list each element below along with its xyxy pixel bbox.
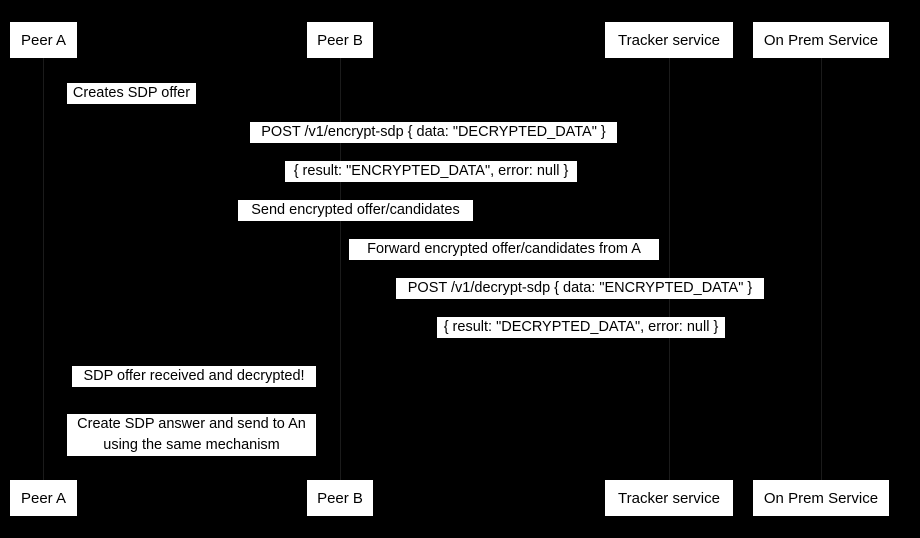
note-line-2: using the same mechanism (103, 437, 280, 453)
message-label-decrypted-data-result: { result: "DECRYPTED_DATA", error: null … (437, 317, 725, 338)
lifeline-on-prem (821, 57, 822, 480)
message-label-sdp-offer-received: SDP offer received and decrypted! (72, 366, 316, 387)
actor-footer-peer-a[interactable]: Peer A (10, 480, 77, 516)
actor-header-on-prem-service[interactable]: On Prem Service (753, 22, 889, 58)
message-label-post-decrypt-sdp: POST /v1/decrypt-sdp { data: "ENCRYPTED_… (396, 278, 764, 299)
actor-header-tracker-service[interactable]: Tracker service (605, 22, 733, 58)
actor-footer-peer-b[interactable]: Peer B (307, 480, 373, 516)
message-label-encrypted-data-result: { result: "ENCRYPTED_DATA", error: null … (285, 161, 577, 182)
message-label-forward-encrypted-offer: Forward encrypted offer/candidates from … (349, 239, 659, 260)
actor-footer-on-prem-service[interactable]: On Prem Service (753, 480, 889, 516)
lifeline-peer-b (340, 57, 341, 480)
note-create-sdp-answer: Create SDP answer and send to An using t… (67, 414, 316, 456)
lifeline-peer-a (43, 57, 44, 480)
actor-footer-tracker-service[interactable]: Tracker service (605, 480, 733, 516)
actor-header-peer-a[interactable]: Peer A (10, 22, 77, 58)
message-label-send-encrypted-offer: Send encrypted offer/candidates (238, 200, 473, 221)
lifeline-tracker (669, 57, 670, 480)
actor-header-peer-b[interactable]: Peer B (307, 22, 373, 58)
note-line-1: Create SDP answer and send to An (77, 416, 306, 432)
message-label-creates-sdp-offer: Creates SDP offer (67, 83, 196, 104)
message-label-post-encrypt-sdp: POST /v1/encrypt-sdp { data: "DECRYPTED_… (250, 122, 617, 143)
